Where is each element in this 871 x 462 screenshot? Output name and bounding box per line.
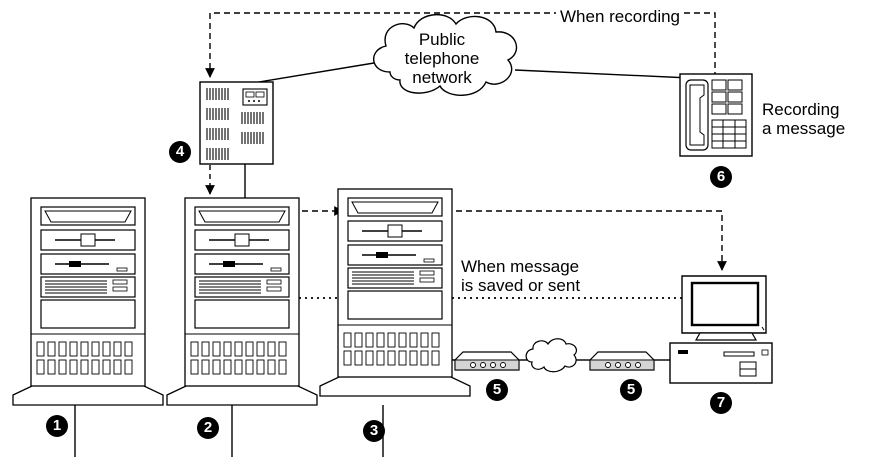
saved-label-line2: is saved or sent	[461, 276, 581, 295]
badge-7: 7	[710, 392, 732, 414]
saved-label-line1: When message	[461, 257, 580, 276]
network-label-line3: network	[412, 68, 472, 87]
badge-3: 3	[363, 420, 385, 442]
badge-2: 2	[197, 417, 219, 439]
badge-4: 4	[169, 141, 191, 163]
modem-left-icon	[454, 351, 520, 371]
tower-server-1-icon	[12, 197, 164, 406]
badge-6: 6	[710, 166, 732, 188]
when-recording-arrow	[205, 12, 716, 88]
when-recording-label: When recording	[556, 8, 685, 26]
server3-to-workstation-arrow	[416, 210, 727, 271]
tower-server-3-icon	[319, 188, 471, 397]
telephone-switch-icon	[199, 81, 274, 165]
telephone-icon	[679, 73, 753, 157]
recording-label-line1: Recording	[762, 100, 840, 119]
badge-5-right: 5	[620, 379, 642, 401]
network-cloud-small-icon	[525, 338, 578, 373]
desktop-computer-icon	[669, 275, 773, 384]
recording-label-line2: a message	[762, 119, 846, 138]
public-telephone-network-cloud	[373, 14, 518, 96]
modem-right-icon	[589, 351, 655, 371]
pbx-to-network-line	[246, 61, 381, 85]
network-label-line1: Public	[418, 30, 466, 49]
tower-server-2-icon	[166, 197, 318, 406]
badge-5-left: 5	[486, 379, 508, 401]
network-label-line2: telephone	[404, 49, 480, 68]
network-to-phone-line	[514, 69, 691, 79]
badge-1: 1	[46, 415, 68, 437]
